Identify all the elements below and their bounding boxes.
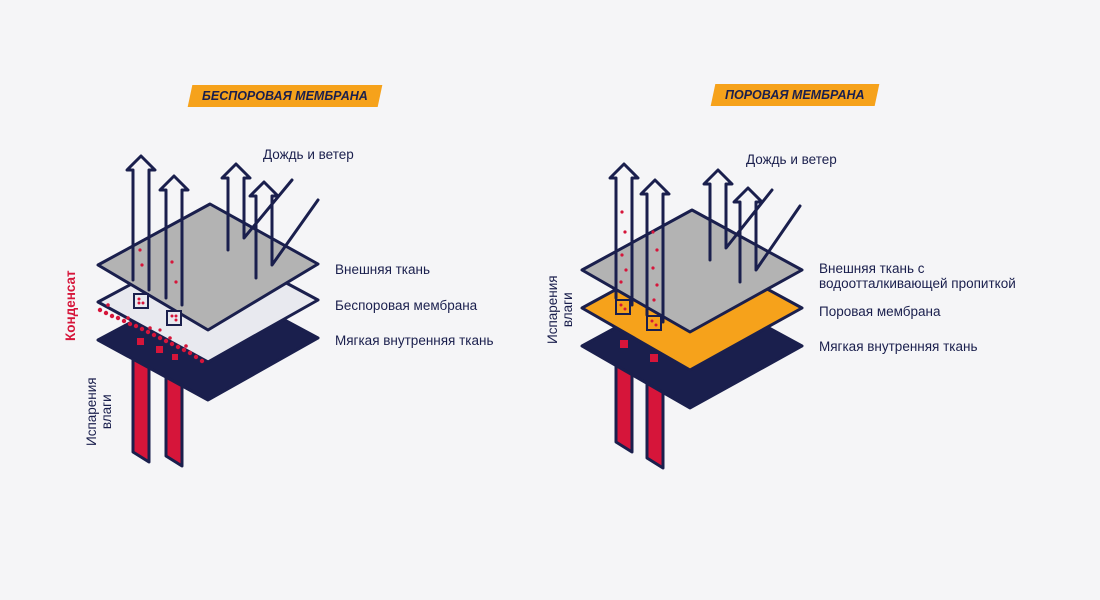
outer-fabric-label: Внешняя ткань с водоотталкивающей пропит…	[819, 261, 1016, 291]
outer-fabric-label: Внешняя ткань	[335, 262, 431, 277]
membrane-label: Поровая мембрана	[819, 304, 941, 319]
nonporous-membrane-diagram	[96, 154, 320, 468]
membrane-pores	[615, 299, 662, 331]
inner-fabric-label: Мягкая внутренняя ткань	[335, 333, 494, 348]
nonporous-membrane-panel: БЕСПОРОВАЯ МЕМБРАНА Дождь и ветер Внешня…	[63, 85, 494, 468]
rain-wind-label: Дождь и ветер	[746, 152, 837, 167]
porous-membrane-diagram	[580, 162, 804, 470]
nonporous-membrane-badge: БЕСПОРОВАЯ МЕМБРАНА	[187, 85, 383, 107]
membrane-label: Беспоровая мембрана	[335, 298, 478, 313]
outer-layer	[580, 208, 804, 334]
rain-wind-arrows	[220, 162, 320, 280]
outer-layer	[96, 202, 320, 332]
vapor-dots-in-arrows	[138, 248, 178, 284]
vapor-arrows	[125, 154, 190, 307]
vapor-squares	[133, 293, 182, 326]
condensate-label: Конденсат	[63, 270, 78, 341]
inner-vapor-marks	[620, 340, 658, 362]
rain-wind-arrows	[702, 168, 802, 284]
porous-membrane-badge: ПОРОВАЯ МЕМБРАНА	[710, 84, 879, 106]
vapor-label: Испарения влаги	[545, 275, 575, 344]
vapor-arrows	[608, 162, 671, 324]
porous-membrane-panel: ПОРОВАЯ МЕМБРАНА Дождь и ветер Внешняя т…	[545, 0, 1100, 600]
inner-fabric-label: Мягкая внутренняя ткань	[819, 339, 978, 354]
condensate-dots	[97, 303, 205, 364]
vapor-dots-in-arrows	[619, 210, 659, 302]
rain-wind-label: Дождь и ветер	[263, 147, 354, 162]
vapor-label: Испарения влаги	[84, 377, 114, 446]
